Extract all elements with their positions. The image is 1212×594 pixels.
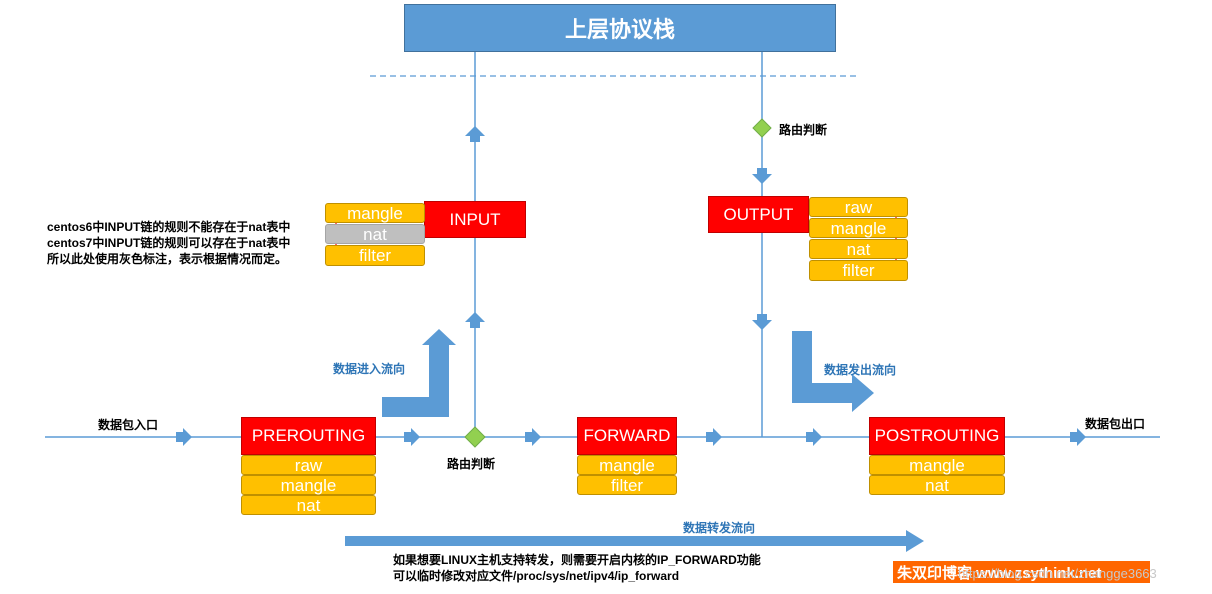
protocol-stack-box: 上层协议栈 xyxy=(404,4,836,52)
up-arrows xyxy=(465,126,485,328)
output-chain: OUTPUT xyxy=(708,196,809,233)
input-nat-note: centos6中INPUT链的规则不能存在于nat表中 centos7中INPU… xyxy=(47,219,290,267)
routing-decision-label-top: 路由判断 xyxy=(779,123,828,137)
prerouting-table-raw: raw xyxy=(241,455,376,475)
watermark-banner: 朱双印博客 www.zsythink.net xyxy=(893,561,1150,583)
right-arrows xyxy=(176,428,1086,446)
routing-decision-diamond-bottom xyxy=(464,426,486,448)
flow-out-arrow xyxy=(792,331,874,412)
forward-table-filter: filter xyxy=(577,475,677,495)
down-arrows xyxy=(752,168,772,330)
flow-in-label: 数据进入流向 xyxy=(333,362,406,376)
postrouting-table-nat: nat xyxy=(869,475,1005,495)
output-table-mangle: mangle xyxy=(809,218,908,238)
forward-note: 如果想要LINUX主机支持转发，则需要开启内核的IP_FORWARD功能 可以临… xyxy=(393,552,761,584)
input-nat-note-line-3: 所以此处使用灰色标注，表示根据情况而定。 xyxy=(47,252,288,266)
flow-forward-arrow xyxy=(345,530,924,552)
right-arrow-3 xyxy=(525,428,541,446)
forward-table-mangle: mangle xyxy=(577,455,677,475)
input-nat-note-line-1: centos6中INPUT链的规则不能存在于nat表中 xyxy=(47,220,291,234)
input-table-nat: nat xyxy=(325,224,425,244)
input-table-mangle: mangle xyxy=(325,203,425,223)
right-arrow-5 xyxy=(806,428,822,446)
forward-chain: FORWARD xyxy=(577,417,677,455)
watermark-overlay: https://blog.csdn.net/zhangge3663 xyxy=(958,566,1157,581)
postrouting-chain: POSTROUTING xyxy=(869,417,1005,455)
forward-note-line-1: 如果想要LINUX主机支持转发，则需要开启内核的IP_FORWARD功能 xyxy=(393,553,761,567)
flow-out-label: 数据发出流向 xyxy=(824,363,897,377)
down-arrow-2 xyxy=(752,314,772,330)
input-chain: INPUT xyxy=(424,201,526,238)
output-table-raw: raw xyxy=(809,197,908,217)
packet-out-label: 数据包出口 xyxy=(1085,417,1146,431)
prerouting-chain: PREROUTING xyxy=(241,417,376,455)
output-table-filter: filter xyxy=(809,260,908,281)
right-arrow-2 xyxy=(404,428,420,446)
prerouting-table-nat: nat xyxy=(241,495,376,515)
forward-note-line-2: 可以临时修改对应文件/proc/sys/net/ipv4/ip_forward xyxy=(393,569,680,583)
routing-decision-diamond-top xyxy=(752,118,772,138)
input-table-filter: filter xyxy=(325,245,425,266)
right-arrow-1 xyxy=(176,428,192,446)
flow-forward-label: 数据转发流向 xyxy=(683,521,756,535)
right-arrow-4 xyxy=(706,428,722,446)
routing-decision-label-bottom: 路由判断 xyxy=(447,457,496,471)
input-nat-note-line-2: centos7中INPUT链的规则可以存在于nat表中 xyxy=(47,236,291,250)
postrouting-table-mangle: mangle xyxy=(869,455,1005,475)
packet-in-label: 数据包入口 xyxy=(98,418,159,432)
prerouting-table-mangle: mangle xyxy=(241,475,376,495)
right-arrow-6 xyxy=(1070,428,1086,446)
up-arrow-1 xyxy=(465,126,485,142)
output-table-nat: nat xyxy=(809,239,908,259)
up-arrow-2 xyxy=(465,312,485,328)
down-arrow-1 xyxy=(752,168,772,184)
flow-in-arrow xyxy=(382,329,456,417)
